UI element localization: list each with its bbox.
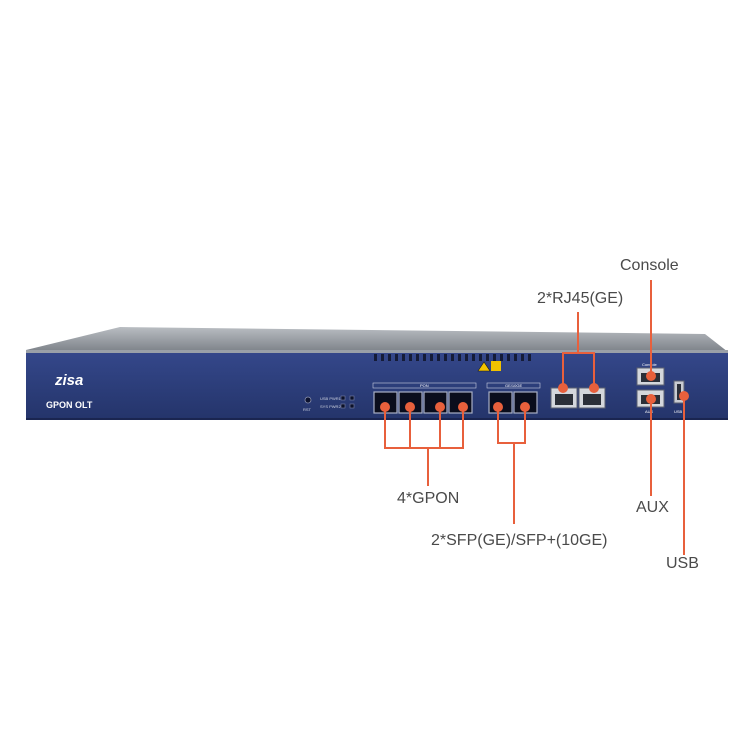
usb-socket: [677, 384, 681, 400]
panel-bottom-edge: [26, 418, 728, 420]
rst-label: RST: [303, 407, 312, 412]
callout-dots: [380, 371, 689, 412]
aux-callout: AUX: [636, 499, 669, 516]
sfp-ports[interactable]: [488, 391, 538, 414]
warning-sticker-icon: [491, 361, 501, 371]
led-row-1-label: USB PWR1: [320, 396, 342, 401]
console-port-label: Console: [642, 362, 657, 367]
gpon-callout: 4*GPON: [397, 490, 460, 507]
callout-lines: [384, 280, 685, 555]
sfp-callout: 2*SFP(GE)/SFP+(10GE): [431, 532, 608, 549]
brand-logo: zisa: [54, 372, 83, 389]
status-leds: [340, 395, 355, 409]
rj45-callout: 2*RJ45(GE): [537, 290, 624, 307]
vent-slots: [374, 354, 531, 361]
rj45-ports[interactable]: [550, 387, 606, 409]
panel-trim: [26, 350, 728, 354]
usb-port-label: USB: [674, 409, 683, 414]
console-callout: Console: [620, 257, 679, 274]
uplink-group-frame: [486, 382, 541, 389]
chassis-top: [26, 327, 728, 352]
usb-callout: USB: [666, 555, 699, 572]
aux-port-label: AUX: [645, 409, 654, 414]
pon-group-label: PON: [420, 383, 429, 388]
pon-group-frame: [372, 382, 477, 389]
led-row-2-label: SYS PWR2: [320, 404, 341, 409]
reset-button[interactable]: [304, 396, 312, 404]
rj45-socket: [555, 394, 573, 405]
rj45-socket: [583, 394, 601, 405]
laser-warning-icon: [477, 361, 491, 372]
uplink-group-label: GE/10GE: [505, 383, 522, 388]
model-label: GPON OLT: [46, 400, 93, 410]
